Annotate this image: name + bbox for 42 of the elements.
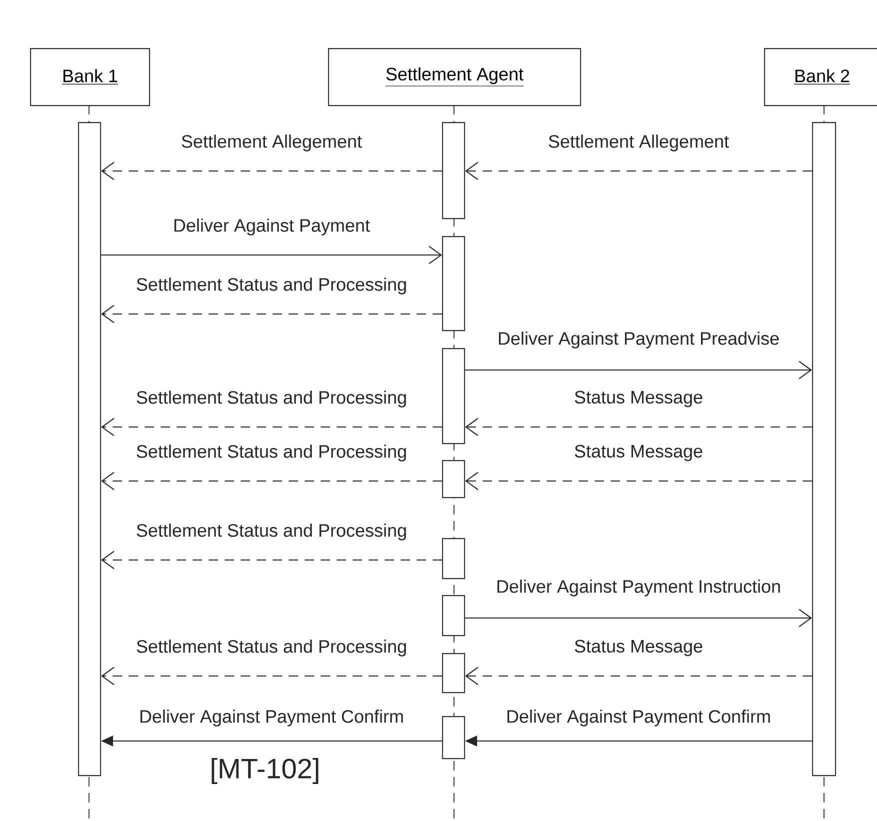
activation-bar (812, 122, 836, 776)
message-label: Deliver Against Payment Instruction (497, 580, 780, 596)
message-label: Deliver Against Payment Confirm (507, 710, 770, 726)
message-arrow (101, 666, 442, 686)
message-label: Deliver Against Payment Confirm (140, 710, 403, 726)
message-label: Status Message (574, 390, 702, 408)
message-arrow (465, 360, 812, 380)
message-label: Status Message (574, 444, 702, 462)
message-arrow (465, 608, 812, 628)
message-arrow (101, 246, 442, 264)
message-arrow (101, 304, 442, 324)
message-label: Settlement Status and Processing (136, 524, 406, 540)
message-label: Settlement Allegement (182, 134, 362, 152)
message-label: Settlement Status and Processing (136, 278, 406, 294)
activation-bar (442, 653, 466, 694)
message-label: Deliver Against Payment (174, 218, 370, 236)
lifeline-head: Settlement Agent (328, 48, 582, 106)
activation-bar (442, 348, 466, 444)
message-label: Settlement Status and Processing (136, 444, 406, 462)
message-arrow (101, 162, 442, 180)
message-arrow (465, 418, 812, 436)
message-arrow (101, 418, 442, 436)
message-label: Deliver Against Payment Preadvise (498, 332, 779, 348)
activation-bar (442, 595, 466, 636)
message-arrow (465, 666, 812, 686)
activation-bar (442, 716, 466, 760)
lifeline-head: Bank 1 (30, 48, 150, 106)
message-arrow (101, 472, 442, 490)
note-label: [MT-102] (212, 758, 318, 784)
activation-bar (442, 538, 466, 580)
activation-bar (442, 236, 466, 332)
activation-bar (442, 460, 466, 498)
message-label: Settlement Status and Processing (136, 390, 406, 408)
message-arrow (465, 162, 812, 180)
message-arrow (101, 550, 442, 570)
message-label: Status Message (574, 640, 702, 656)
lifeline-head: Bank 2 (764, 48, 877, 106)
message-label: Settlement Allegement (548, 134, 729, 152)
message-label: Settlement Status and Processing (136, 640, 406, 656)
activation-bar (442, 122, 466, 220)
activation-bar (78, 122, 102, 776)
message-arrow (465, 472, 812, 490)
